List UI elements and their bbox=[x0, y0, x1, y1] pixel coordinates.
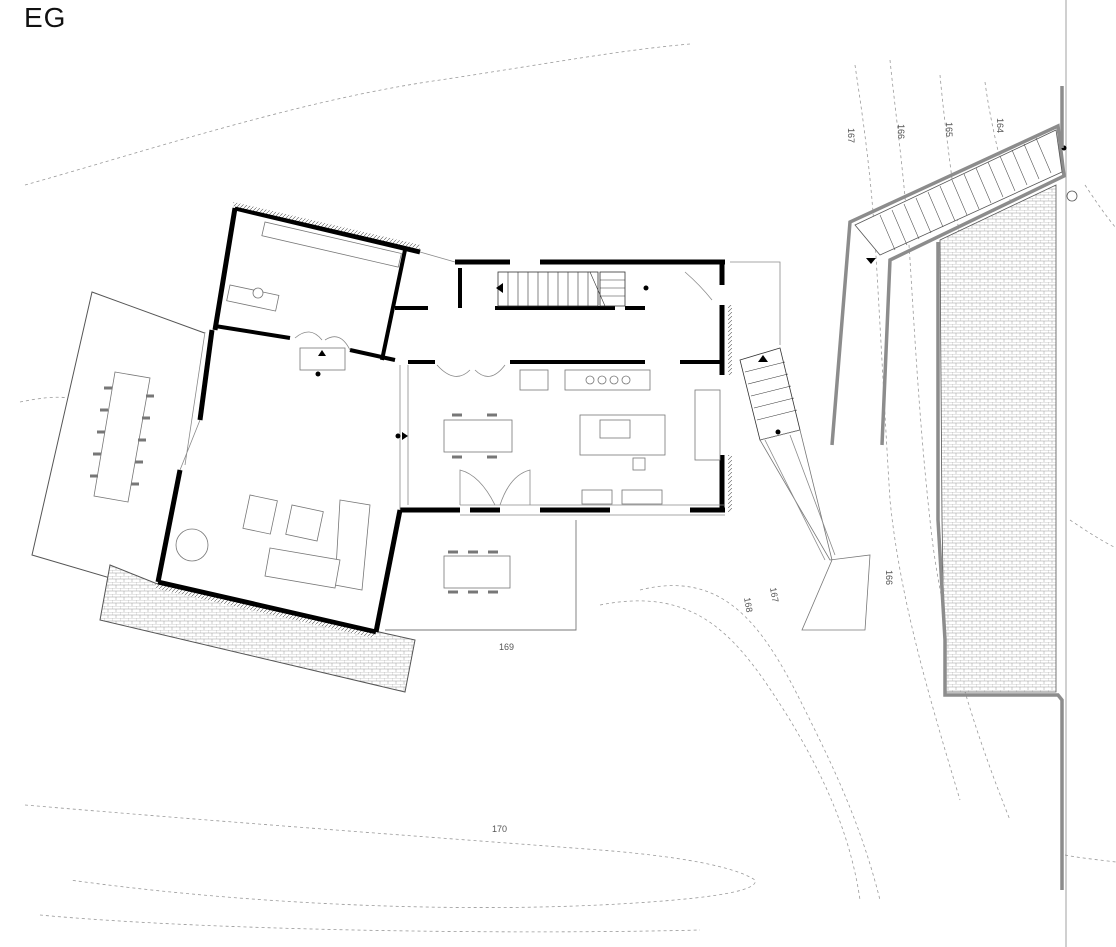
contour-label-167-ramp: 167 bbox=[768, 587, 780, 604]
contour-label-167-top: 167 bbox=[846, 128, 856, 143]
outdoor-dining-table bbox=[90, 371, 154, 503]
terrace-deck bbox=[31, 291, 211, 601]
wall-insulation bbox=[232, 202, 421, 249]
living-room bbox=[175, 432, 408, 591]
office-desk bbox=[226, 284, 280, 312]
entrance-door bbox=[684, 271, 713, 301]
interior-stair bbox=[496, 271, 649, 307]
floor-title: EG bbox=[24, 2, 67, 33]
contour-labels: 167 166 165 164 166 167 168 169 170 bbox=[492, 118, 1005, 834]
contour-label-164: 164 bbox=[995, 118, 1005, 133]
contour-label-166-top: 166 bbox=[896, 124, 906, 139]
doors bbox=[294, 331, 531, 506]
contour-label-168: 168 bbox=[742, 597, 754, 614]
contour-label-169: 169 bbox=[499, 642, 514, 652]
external-stair bbox=[739, 347, 871, 631]
contour-label-166-right: 166 bbox=[884, 570, 894, 585]
lower-terrace bbox=[385, 520, 577, 631]
paved-courtyard bbox=[936, 184, 1064, 890]
contour-label-170: 170 bbox=[492, 824, 507, 834]
main-access-stair bbox=[830, 86, 1078, 446]
contour-label-165: 165 bbox=[944, 122, 954, 137]
kitchen bbox=[519, 369, 721, 505]
dining-table bbox=[443, 413, 513, 459]
